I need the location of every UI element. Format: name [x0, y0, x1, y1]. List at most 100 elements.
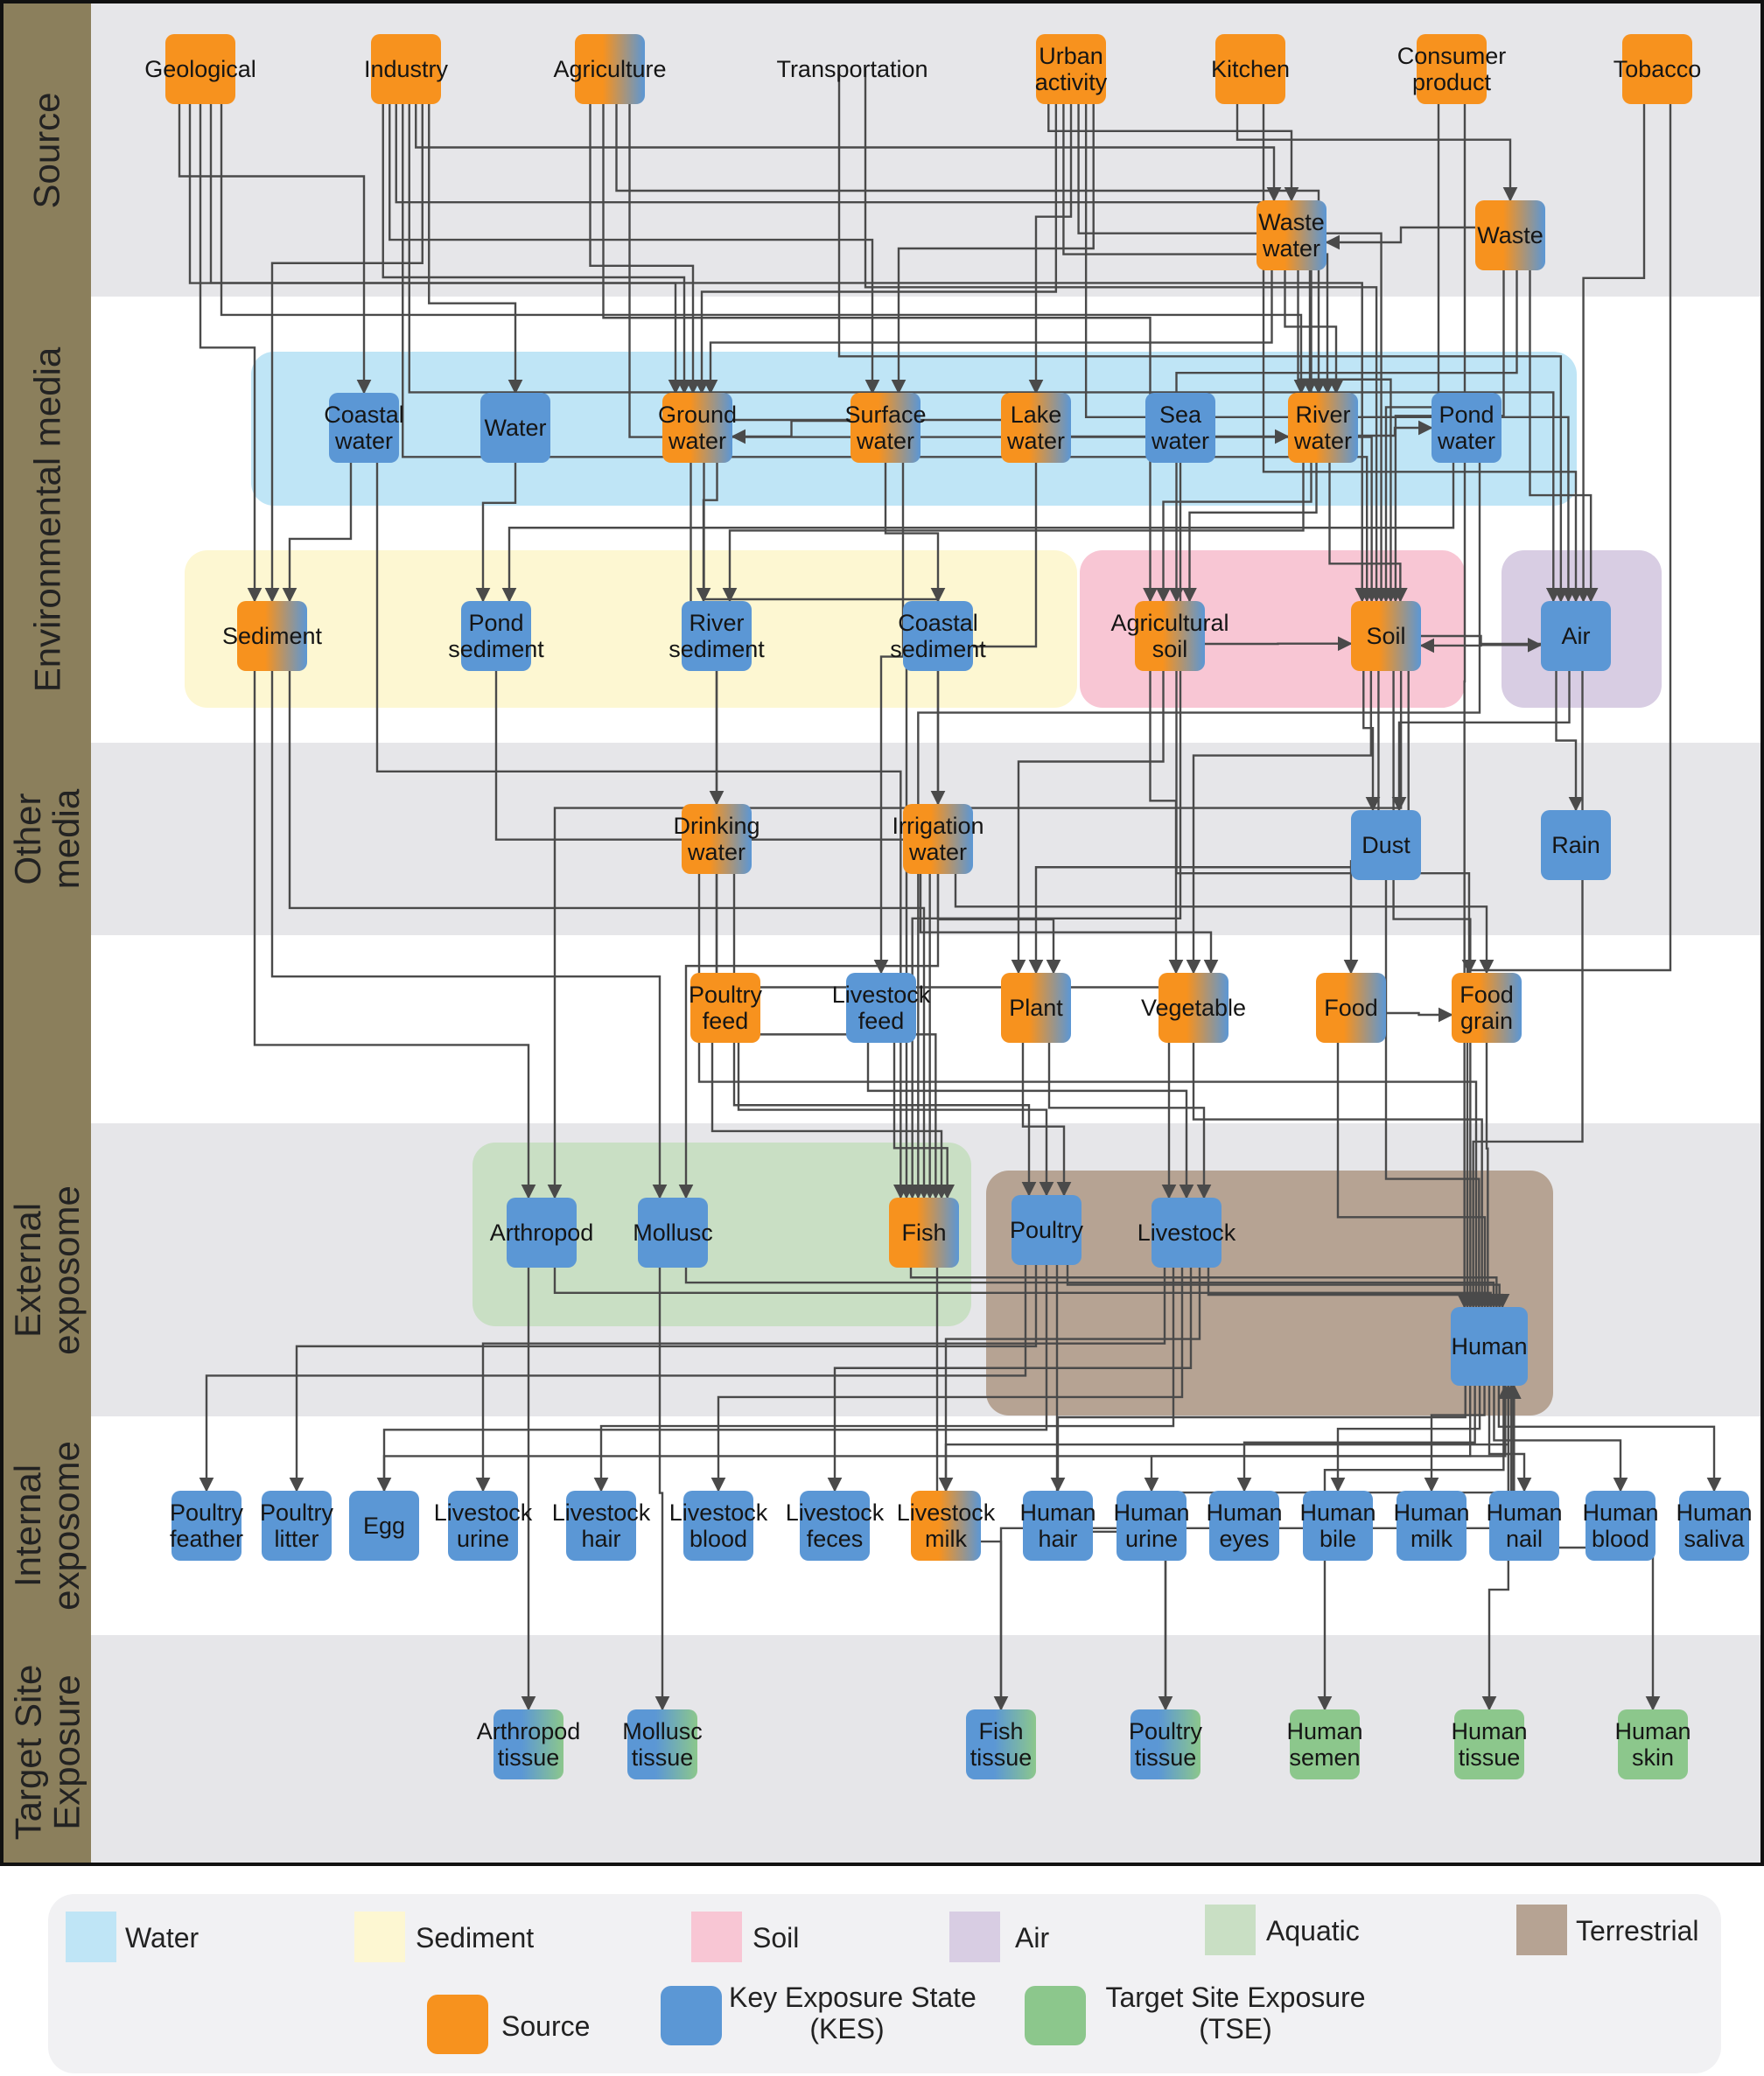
- node-box-human-urine: [1116, 1491, 1186, 1561]
- node-label-geological: Geological: [144, 56, 256, 82]
- node-box-agri-soil: [1135, 601, 1205, 671]
- edge-water-to-pond_sediment: [475, 463, 517, 603]
- edge-mollusc-to-human: [684, 1268, 1502, 1309]
- legend-swatch-tse: [1025, 1986, 1086, 2045]
- edge-wastewater-to-soil: [1297, 270, 1398, 603]
- node-label-human-milk: Human milk: [1393, 1499, 1470, 1552]
- node-label-vegetable: Vegetable: [1140, 995, 1247, 1021]
- edge-human-to-human_urine: [1144, 1386, 1472, 1492]
- edge-livestock_milk-to-human: [944, 1384, 1516, 1491]
- edge-coastal_water-to-fish: [375, 463, 908, 1199]
- edge-human-to-human_saliva: [1497, 1386, 1722, 1492]
- node-label-human-skin: Human skin: [1614, 1718, 1691, 1771]
- legend-label-source: Source: [501, 2010, 591, 2042]
- edge-air-to-dust: [1391, 671, 1571, 812]
- node-box-soil: [1351, 601, 1421, 671]
- edge-livestock-to-livestock_urine: [475, 1268, 1166, 1492]
- edge-kitchen-to-air: [1262, 104, 1584, 603]
- edge-urban-to-lake_water: [1028, 104, 1073, 395]
- node-box-human-bile: [1303, 1491, 1373, 1561]
- edge-egg-to-human: [382, 1384, 1513, 1491]
- node-label-fish: Fish: [901, 1220, 947, 1246]
- legend-swatch-air: [949, 1912, 1000, 1962]
- node-label-ground-water: Ground water: [657, 402, 738, 454]
- node-label-human-tissue: Human tissue: [1451, 1718, 1528, 1771]
- edge-livestock_feed-to-livestock: [866, 1043, 1194, 1199]
- node-box-waste: [1475, 200, 1545, 270]
- node-label-livestock-feces: Livestock feces: [785, 1499, 885, 1552]
- edge-geological-to-soil: [209, 104, 1370, 603]
- node-box-human-eyes: [1209, 1491, 1279, 1561]
- node-box-human-skin: [1618, 1709, 1688, 1779]
- edge-wastewater-to-ground_water: [703, 270, 1273, 395]
- edge-livestock-to-livestock_blood: [710, 1268, 1184, 1492]
- node-label-dust: Dust: [1362, 832, 1410, 858]
- legend-swatch-kes: [661, 1986, 722, 2045]
- legend-swatch-terrestrial: [1516, 1905, 1567, 1955]
- node-box-human-nail: [1489, 1491, 1559, 1561]
- node-label-consumer: Consumer product: [1396, 43, 1507, 95]
- node-box-industry: [371, 34, 441, 104]
- node-box-sediment: [237, 601, 307, 671]
- node-label-poultry: Poultry: [1009, 1217, 1084, 1243]
- node-box-consumer: [1417, 34, 1487, 104]
- edge-pond_water-to-fish: [910, 463, 1481, 1199]
- legend-label-aquatic: Aquatic: [1266, 1915, 1360, 1947]
- legend-label-air: Air: [1015, 1922, 1050, 1954]
- node-box-pond-water: [1432, 393, 1502, 463]
- edge-livestock_feed-to-fish: [892, 1043, 956, 1199]
- edge-surface_water-to-coastal_sediment: [884, 463, 946, 603]
- edge-poultry-to-human: [1066, 1265, 1508, 1309]
- edge-air-to-human: [1466, 671, 1584, 1309]
- node-box-livestock: [1152, 1198, 1222, 1268]
- edge-soil-to-dust: [1362, 671, 1381, 812]
- legend-label-soil: Soil: [752, 1922, 800, 1954]
- node-box-human-milk: [1396, 1491, 1466, 1561]
- node-box-mollusc: [638, 1198, 708, 1268]
- node-label-livestock-blood: Livestock blood: [668, 1499, 768, 1552]
- node-box-livestock-hair: [566, 1491, 636, 1561]
- node-label-coastal-sediment: Coastal sediment: [890, 610, 986, 662]
- edge-industry-to-water: [428, 104, 523, 395]
- node-box-agriculture: [575, 34, 645, 104]
- edge-river_water-to-agri_soil: [1182, 463, 1318, 603]
- edge-river_water-to-river_sediment: [722, 463, 1305, 603]
- node-label-tobacco: Tobacco: [1613, 56, 1702, 82]
- node-box-sea-water: [1145, 393, 1215, 463]
- edge-waste-to-agri_soil: [1169, 270, 1518, 603]
- edge-river_water-to-soil: [1328, 463, 1408, 603]
- node-label-egg: Egg: [362, 1513, 406, 1539]
- node-box-plant: [1001, 973, 1071, 1043]
- diagram-frame: Source Environmental media Other media E…: [0, 0, 1764, 1866]
- edge-agriculture-to-river_water: [615, 104, 1326, 395]
- node-label-human: Human: [1451, 1333, 1528, 1360]
- node-box-human: [1451, 1307, 1528, 1386]
- edge-geological-to-sediment: [199, 104, 262, 603]
- node-box-lake-water: [1001, 393, 1071, 463]
- edge-poultry-to-poultry_tissue: [1055, 1265, 1173, 1711]
- node-box-tobacco: [1622, 34, 1692, 104]
- edge-plant-to-livestock: [1047, 1043, 1212, 1199]
- edge-livestock-to-human: [1207, 1268, 1510, 1309]
- edge-human-to-human_blood: [1493, 1386, 1628, 1492]
- node-label-poultry-litter: Poultry litter: [259, 1499, 334, 1552]
- edge-agri_soil-to-plant: [1011, 671, 1165, 975]
- node-box-coastal-water: [329, 393, 399, 463]
- node-box-water: [480, 393, 550, 463]
- node-box-livestock-urine: [448, 1491, 518, 1561]
- edge-geological-to-river_water: [220, 104, 1309, 395]
- node-label-livestock-milk: Livestock milk: [896, 1499, 996, 1552]
- edge-arthropod-to-human: [553, 1268, 1499, 1309]
- node-box-river-sediment: [682, 601, 752, 671]
- edge-air-to-soil: [1419, 638, 1541, 654]
- node-label-food: Food: [1324, 995, 1378, 1021]
- node-box-drinking-water: [682, 804, 752, 874]
- node-box-poultry-feather: [172, 1491, 242, 1561]
- node-label-arthropod-tissue: Arthropod tissue: [476, 1718, 581, 1771]
- edge-transportation-to-air: [837, 69, 1569, 603]
- node-label-water: Water: [484, 415, 547, 441]
- node-box-food: [1316, 973, 1386, 1043]
- node-box-livestock-milk: [911, 1491, 981, 1561]
- node-box-livestock-feed: [846, 973, 916, 1043]
- edge-mollusc-to-mollusc_tissue: [654, 1268, 670, 1711]
